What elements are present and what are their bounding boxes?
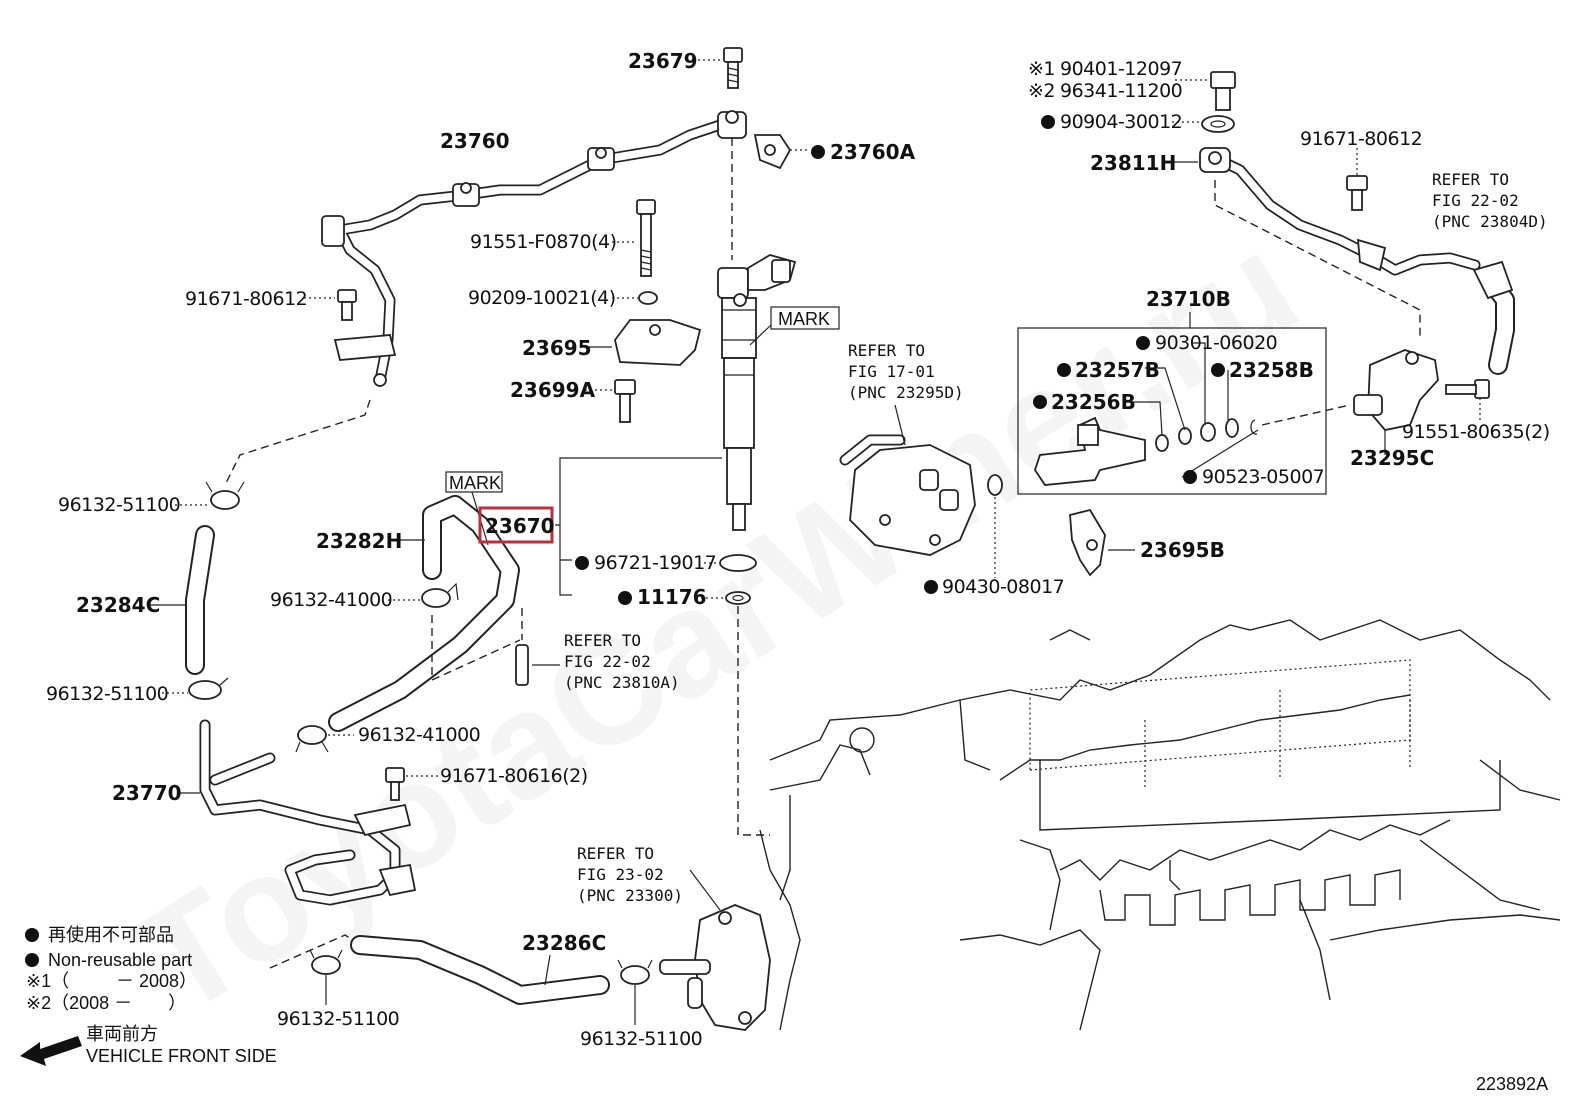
bolt-91551-80635-shape xyxy=(1445,379,1490,399)
front-arrow-icon xyxy=(20,1036,82,1066)
legend-note1-mark: ※1（ xyxy=(26,971,69,991)
valve-block-23295C xyxy=(1353,349,1439,431)
hose-clamp-f xyxy=(617,959,653,985)
label-90301-06020[interactable]: 90301-06020 xyxy=(1155,332,1278,354)
label-23286C[interactable]: 23286C xyxy=(522,931,606,955)
clamp-23695-shape xyxy=(614,319,702,366)
svg-text:REFER TO: REFER TO xyxy=(564,631,641,650)
label-96132-51100-b[interactable]: 96132-51100 xyxy=(46,683,169,705)
label-96132-51100-c[interactable]: 96132-51100 xyxy=(277,1008,400,1030)
mark-box-hose xyxy=(445,471,503,493)
bolt-91671-80612-right-shape xyxy=(1346,175,1368,211)
label-23257B[interactable]: 23257B xyxy=(1075,358,1160,382)
label-23760[interactable]: 23760 xyxy=(440,129,510,153)
legend-note2: ※2（2008 － ） xyxy=(26,993,186,1013)
label-91551-F0870[interactable]: 91551-F0870(4) xyxy=(470,231,617,253)
label-23695[interactable]: 23695 xyxy=(522,336,592,360)
highlight-23670 xyxy=(478,506,554,544)
washer-90209-shape xyxy=(638,291,658,305)
label-91671-80612-left[interactable]: 91671-80612 xyxy=(185,288,308,310)
legend-nonreusable-jp: 再使用不可部品 xyxy=(48,925,174,945)
legend-front-jp: 車両前方 xyxy=(86,1024,158,1044)
legend-note1-range: － 2008） xyxy=(116,971,197,991)
label-90523-05007[interactable]: 90523-05007 xyxy=(1202,466,1325,488)
hose-clamp-e xyxy=(309,949,343,975)
bolt-23679-shape xyxy=(723,47,743,89)
svg-text:REFER TO: REFER TO xyxy=(848,341,925,360)
washer-90904-shape xyxy=(1201,115,1235,133)
label-23679[interactable]: 23679 xyxy=(628,49,698,73)
bolt-91671-80616-shape xyxy=(385,767,405,801)
ref-fig-23-02[interactable]: REFER TO FIG 23-02 (PNC 23300) xyxy=(577,844,683,905)
label-23256B[interactable]: 23256B xyxy=(1051,390,1136,414)
label-96132-51100-a[interactable]: 96132-51100 xyxy=(58,494,181,516)
legend: 再使用不可部品 Non-reusable part ※1（ － 2008） ※2… xyxy=(20,925,277,1066)
tube-23810A-shape xyxy=(515,644,529,686)
housing-23295D xyxy=(839,434,976,556)
label-23284C[interactable]: 23284C xyxy=(76,593,160,617)
svg-text:(PNC 23300): (PNC 23300) xyxy=(577,886,683,905)
hose-clamp-a xyxy=(205,481,245,510)
label-23258B[interactable]: 23258B xyxy=(1229,358,1314,382)
label-96132-51100-d[interactable]: 96132-51100 xyxy=(580,1028,703,1050)
label-23770[interactable]: 23770 xyxy=(112,781,182,805)
bolt-91551-shape xyxy=(636,199,656,277)
gasket-11176-shape xyxy=(725,591,751,605)
mark-box-injector xyxy=(770,306,840,330)
label-96721-19017[interactable]: 96721-19017 xyxy=(594,552,717,574)
label-23710B[interactable]: 23710B xyxy=(1146,287,1231,311)
figure-code: 223892A xyxy=(1476,1074,1548,1094)
label-23282H[interactable]: 23282H xyxy=(316,529,402,553)
gasket-90430-shape xyxy=(987,474,1003,496)
ref-fig-17-01[interactable]: REFER TO FIG 17-01 (PNC 23295D) xyxy=(848,341,964,402)
clip-23760A-shape xyxy=(753,134,792,170)
svg-text:FIG 17-01: FIG 17-01 xyxy=(848,362,935,381)
note-mark-1: ※1 xyxy=(1028,58,1055,80)
hose-clamp-b xyxy=(188,677,229,700)
ref-fig-22-02-right[interactable]: REFER TO FIG 22-02 (PNC 23804D) xyxy=(1432,170,1548,231)
oring-96721-shape xyxy=(719,554,757,572)
svg-text:FIG 22-02: FIG 22-02 xyxy=(1432,191,1519,210)
label-90209-10021[interactable]: 90209-10021(4) xyxy=(468,287,616,309)
label-23760A[interactable]: 23760A xyxy=(830,140,916,164)
svg-text:FIG 22-02: FIG 22-02 xyxy=(564,652,651,671)
mark-label-hose: MARK xyxy=(449,473,501,493)
note-mark-2: ※2 xyxy=(1028,80,1055,102)
legend-front-en: VEHICLE FRONT SIDE xyxy=(86,1046,277,1066)
label-90401-12097[interactable]: 90401-12097 xyxy=(1060,58,1183,80)
svg-text:(PNC 23804D): (PNC 23804D) xyxy=(1432,212,1548,231)
label-91671-80612-right[interactable]: 91671-80612 xyxy=(1300,128,1423,150)
label-23295C[interactable]: 23295C xyxy=(1350,446,1434,470)
bolt-90401-shape xyxy=(1210,71,1236,111)
svg-text:REFER TO: REFER TO xyxy=(577,844,654,863)
label-91551-80635[interactable]: 91551-80635(2) xyxy=(1402,421,1550,443)
label-23811H[interactable]: 23811H xyxy=(1090,151,1176,175)
hose-clamp-c xyxy=(421,582,459,608)
bolt-23699A-shape xyxy=(614,379,636,423)
pressure-valve-shape xyxy=(1034,416,1258,486)
label-23670[interactable]: 23670 xyxy=(485,514,555,538)
mark-label-injector: MARK xyxy=(778,309,830,329)
label-23695B[interactable]: 23695B xyxy=(1140,538,1225,562)
label-96341-11200[interactable]: 96341-11200 xyxy=(1060,80,1183,102)
vacuum-pump-23300 xyxy=(659,904,771,1031)
svg-text:(PNC 23295D): (PNC 23295D) xyxy=(848,383,964,402)
label-23699A[interactable]: 23699A xyxy=(510,378,596,402)
label-90904-30012[interactable]: 90904-30012 xyxy=(1060,111,1183,133)
ref-fig-22-02-mid[interactable]: REFER TO FIG 22-02 (PNC 23810A) xyxy=(564,631,680,692)
svg-text:(PNC 23810A): (PNC 23810A) xyxy=(564,673,680,692)
legend-nonreusable-en: Non-reusable part xyxy=(48,950,192,970)
svg-text:FIG 23-02: FIG 23-02 xyxy=(577,865,664,884)
engine-outline xyxy=(759,619,1561,1031)
svg-text:REFER TO: REFER TO xyxy=(1432,170,1509,189)
label-90430-08017[interactable]: 90430-08017 xyxy=(942,576,1065,598)
hose-clamp-d xyxy=(295,725,329,753)
label-91671-80616[interactable]: 91671-80616(2) xyxy=(440,765,588,787)
injector-23670-shape xyxy=(717,254,797,531)
leak-pipe-23760 xyxy=(321,110,747,387)
label-11176[interactable]: 11176 xyxy=(637,585,707,609)
label-96132-41000-a[interactable]: 96132-41000 xyxy=(270,589,393,611)
label-96132-41000-b[interactable]: 96132-41000 xyxy=(358,724,481,746)
